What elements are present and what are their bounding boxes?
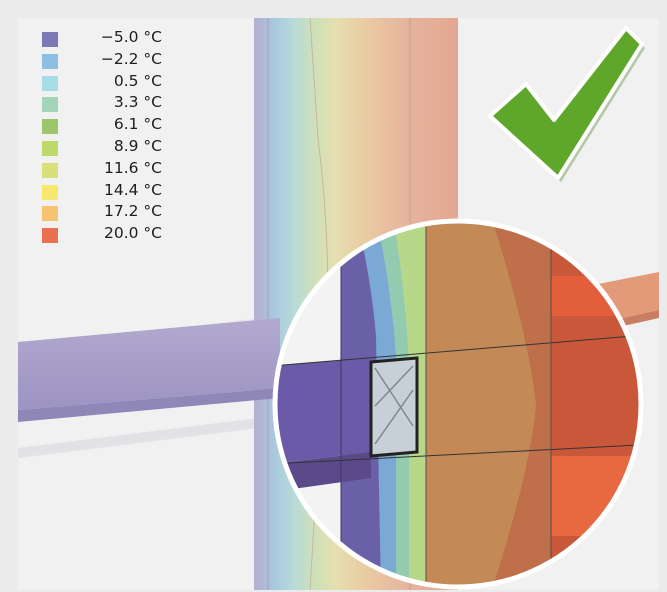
legend-item: 11.6 °C xyxy=(42,159,242,181)
legend-label: 20.0 °C xyxy=(103,224,162,243)
beam-left xyxy=(18,318,280,410)
legend-item: 20.0 °C xyxy=(42,224,242,246)
legend-item: 8.9 °C xyxy=(42,137,242,159)
legend-label: 3.3 °C xyxy=(113,93,162,112)
background-slab-edge xyxy=(18,418,258,458)
legend-label: 6.1 °C xyxy=(113,115,162,134)
legend-item: 17.2 °C xyxy=(42,202,242,224)
legend-label: 11.6 °C xyxy=(103,158,162,177)
isotherm-band xyxy=(491,221,551,587)
checkmark-shape xyxy=(488,26,644,180)
legend-swatch xyxy=(42,206,58,222)
beam-detail xyxy=(275,358,371,464)
detail-magnifier xyxy=(272,218,644,590)
legend-label: 17.2 °C xyxy=(103,202,162,221)
legend-swatch xyxy=(42,162,58,178)
legend-swatch xyxy=(42,141,58,156)
beam-left-underside xyxy=(18,388,280,422)
legend-item: 0.5 °C xyxy=(42,72,242,94)
legend-item: 6.1 °C xyxy=(42,115,242,137)
legend-swatch xyxy=(42,184,58,200)
legend-swatch xyxy=(42,53,58,69)
checkmark-icon xyxy=(488,26,645,182)
legend-label: 14.4 °C xyxy=(103,180,162,199)
section-line xyxy=(275,443,641,465)
legend-swatch xyxy=(42,228,58,244)
inner-layer-bottom xyxy=(551,456,641,536)
legend-label: −5.0 °C xyxy=(100,28,162,46)
legend-item: −2.2 °C xyxy=(42,50,242,72)
legend-swatch xyxy=(42,119,58,135)
thermal-break-element xyxy=(369,356,419,458)
legend-swatch xyxy=(42,97,58,113)
magnifier-border xyxy=(272,218,644,590)
legend-label: −2.2 °C xyxy=(100,49,162,68)
legend-item: 14.4 °C xyxy=(42,181,242,203)
legend-label: 0.5 °C xyxy=(113,71,162,90)
legend-swatch xyxy=(42,32,58,47)
legend-label: 8.9 °C xyxy=(113,137,162,155)
legend-swatch xyxy=(42,75,58,91)
section-line xyxy=(275,333,641,367)
beam-detail-underside xyxy=(275,452,371,492)
legend-item: −5.0 °C xyxy=(42,28,242,50)
legend-item: 3.3 °C xyxy=(42,93,242,115)
